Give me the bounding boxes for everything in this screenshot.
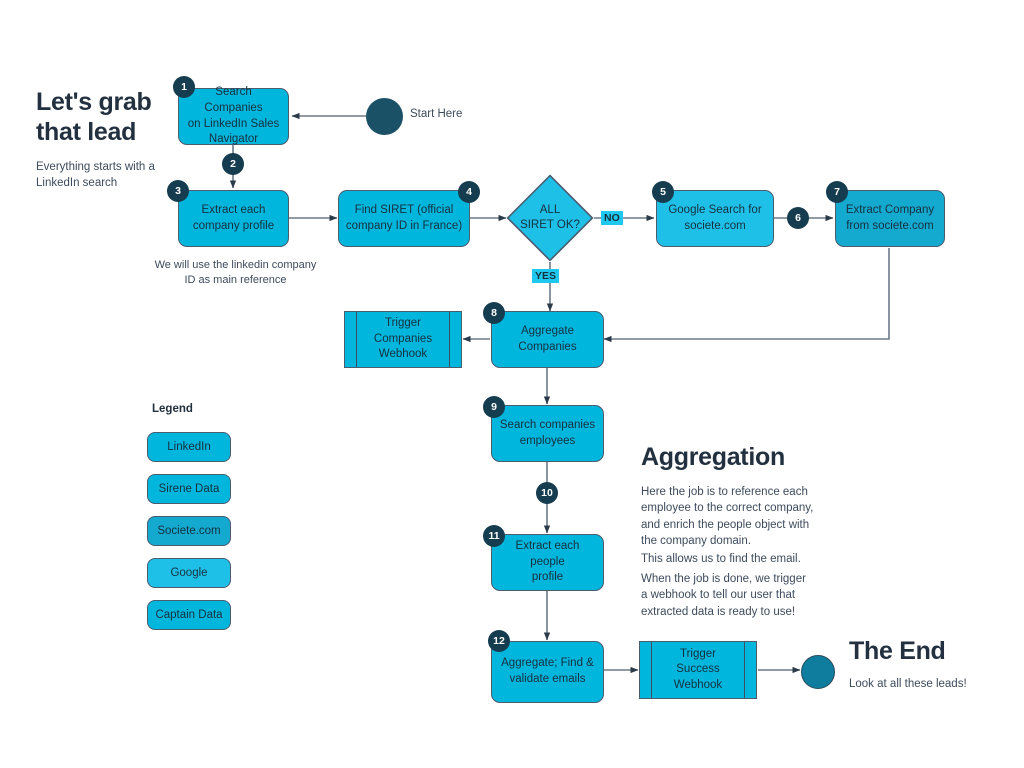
node-label: Aggregate Companies — [518, 324, 577, 353]
node-search-employees[interactable]: Search companies employees — [491, 405, 604, 462]
decision-all-siret-ok[interactable]: ALL SIRET OK? — [506, 174, 594, 262]
node-trigger-companies-webhook[interactable]: Trigger Companies Webhook — [344, 311, 462, 368]
node-label: Aggregate; Find & validate emails — [501, 657, 594, 685]
node-label: Extract each company profile — [192, 203, 275, 232]
aggregation-paragraph-1: Here the job is to reference each employ… — [641, 486, 814, 547]
node-label: Search Companies on LinkedIn Sales Navig… — [187, 86, 280, 146]
step-badge-3: 3 — [167, 180, 189, 202]
step-badge-4: 4 — [458, 181, 480, 203]
decision-label: ALL SIRET OK? — [520, 204, 580, 231]
step-badge-8: 8 — [483, 302, 505, 324]
legend-item-label: Societe.com — [157, 525, 221, 537]
step-badge-11: 11 — [483, 525, 505, 547]
node-label: Extract Company from societe.com — [845, 203, 935, 232]
node-search-companies[interactable]: Search Companies on LinkedIn Sales Navig… — [178, 86, 289, 146]
aggregation-paragraph-2: This allows us to find the email. — [641, 553, 801, 565]
start-circle — [366, 98, 403, 135]
page-title: Let's grab that lead — [36, 88, 152, 146]
node-extract-company-societe[interactable]: Extract Company from societe.com — [835, 190, 945, 247]
node-trigger-success-webhook[interactable]: Trigger Success Webhook — [639, 641, 757, 699]
legend-item-societe-com[interactable]: Societe.com — [147, 516, 231, 546]
node-google-search[interactable]: Google Search for societe.com — [656, 190, 774, 247]
start-label: Start Here — [410, 108, 463, 120]
node-label: Search companies employees — [499, 418, 596, 447]
step-badge-7: 7 — [826, 181, 848, 203]
step-badge-6: 6 — [787, 207, 809, 229]
legend-title: Legend — [152, 403, 193, 415]
aggregation-title: Aggregation — [641, 443, 785, 471]
end-circle — [801, 655, 835, 689]
legend-item-sirene-data[interactable]: Sirene Data — [147, 474, 231, 504]
node-label: Find SIRET (official company ID in Franc… — [345, 203, 463, 232]
node-label: Trigger Success Webhook — [673, 647, 723, 691]
process-bar-right — [449, 312, 450, 367]
process-bar-left — [651, 642, 652, 698]
end-subtitle: Look at all these leads! — [849, 678, 967, 690]
intro-paragraph: Everything starts with a LinkedIn search — [36, 161, 155, 190]
legend-item-label: LinkedIn — [167, 441, 211, 453]
node-find-siret[interactable]: Find SIRET (official company ID in Franc… — [338, 190, 470, 247]
aggregation-paragraph-3: When the job is done, we trigger a webho… — [641, 573, 806, 618]
diamond-shape — [506, 174, 594, 262]
process-bar-left — [356, 312, 357, 367]
step-badge-10: 10 — [536, 482, 558, 504]
edge-label-no: NO — [601, 211, 623, 225]
legend-item-captain-data[interactable]: Captain Data — [147, 600, 231, 630]
step-badge-12: 12 — [488, 630, 510, 652]
node-aggregate-validate-emails[interactable]: Aggregate; Find & validate emails — [491, 641, 604, 703]
legend-item-label: Captain Data — [155, 609, 223, 621]
node-label: Trigger Companies Webhook — [373, 317, 433, 361]
process-bar-right — [744, 642, 745, 698]
step-badge-2: 2 — [222, 153, 244, 175]
legend-item-label: Sirene Data — [158, 483, 220, 495]
linkedin-id-caption: We will use the linkedin company ID as m… — [154, 259, 317, 287]
step-badge-1: 1 — [173, 76, 195, 98]
node-aggregate-companies[interactable]: Aggregate Companies — [491, 311, 604, 368]
legend-item-linkedin[interactable]: LinkedIn — [147, 432, 231, 462]
node-extract-people-profile[interactable]: Extract each people profile — [491, 534, 604, 591]
node-extract-company-profile[interactable]: Extract each company profile — [178, 190, 289, 247]
step-badge-9: 9 — [483, 396, 505, 418]
legend-item-label: Google — [170, 567, 208, 579]
end-title: The End — [849, 637, 946, 665]
node-label: Extract each people profile — [515, 540, 580, 584]
node-label: Google Search for societe.com — [668, 203, 762, 232]
edge-label-yes: YES — [532, 269, 560, 283]
legend-item-google[interactable]: Google — [147, 558, 231, 588]
step-badge-5: 5 — [652, 181, 674, 203]
